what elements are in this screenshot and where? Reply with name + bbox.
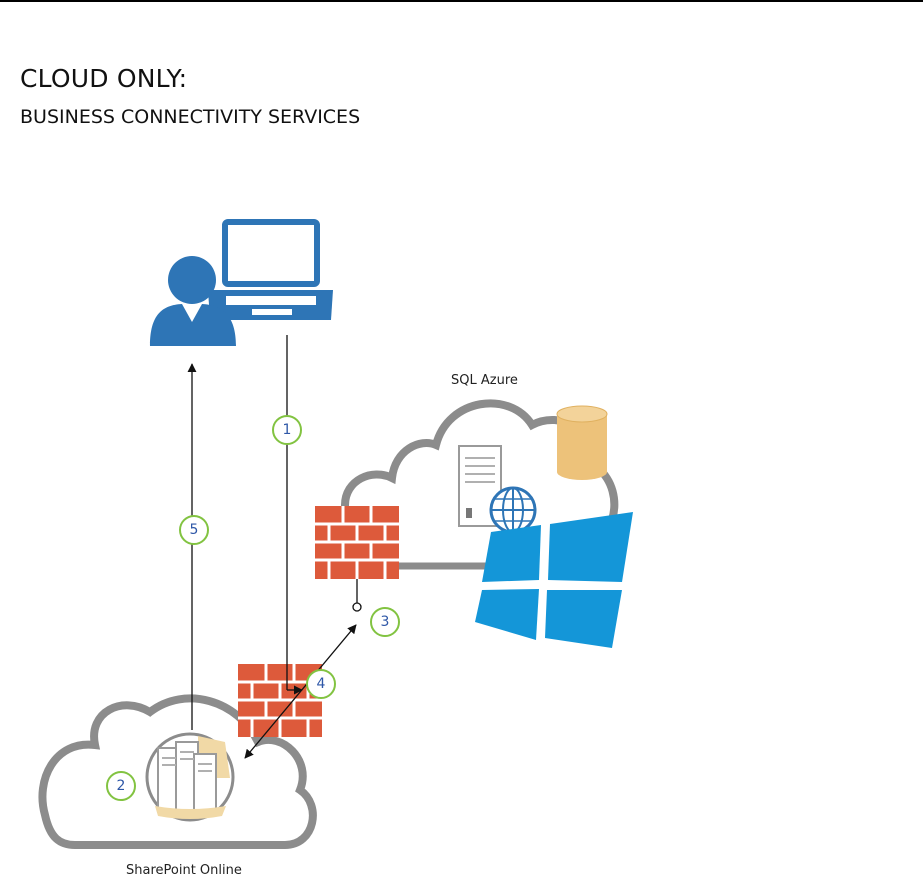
- step-1-label: 1: [283, 422, 292, 438]
- sql-azure-label: SQL Azure: [451, 373, 518, 388]
- sharepoint-online-label: SharePoint Online: [126, 863, 242, 878]
- sharepoint-server-icon: [145, 732, 235, 822]
- step-2-label: 2: [117, 778, 126, 794]
- step-4-marker: 4: [306, 669, 336, 699]
- page-title: CLOUD ONLY:: [20, 64, 188, 93]
- firewall-icon: [315, 506, 399, 579]
- globe-icon: [489, 486, 537, 534]
- page-subtitle: BUSINESS CONNECTIVITY SERVICES: [20, 106, 361, 128]
- flow-connectors: [187, 335, 362, 759]
- step-3-label: 3: [381, 614, 390, 630]
- laptop-icon: [208, 219, 333, 320]
- database-icon: [556, 405, 608, 480]
- step-5-marker: 5: [179, 515, 209, 545]
- top-rule: [0, 0, 923, 2]
- user-icon: [150, 256, 236, 346]
- windows-logo-icon: [475, 512, 633, 648]
- step-2-marker: 2: [106, 771, 136, 801]
- step-4-label: 4: [317, 676, 326, 692]
- step-1-marker: 1: [272, 415, 302, 445]
- step-3-marker: 3: [370, 607, 400, 637]
- step-5-label: 5: [190, 522, 199, 538]
